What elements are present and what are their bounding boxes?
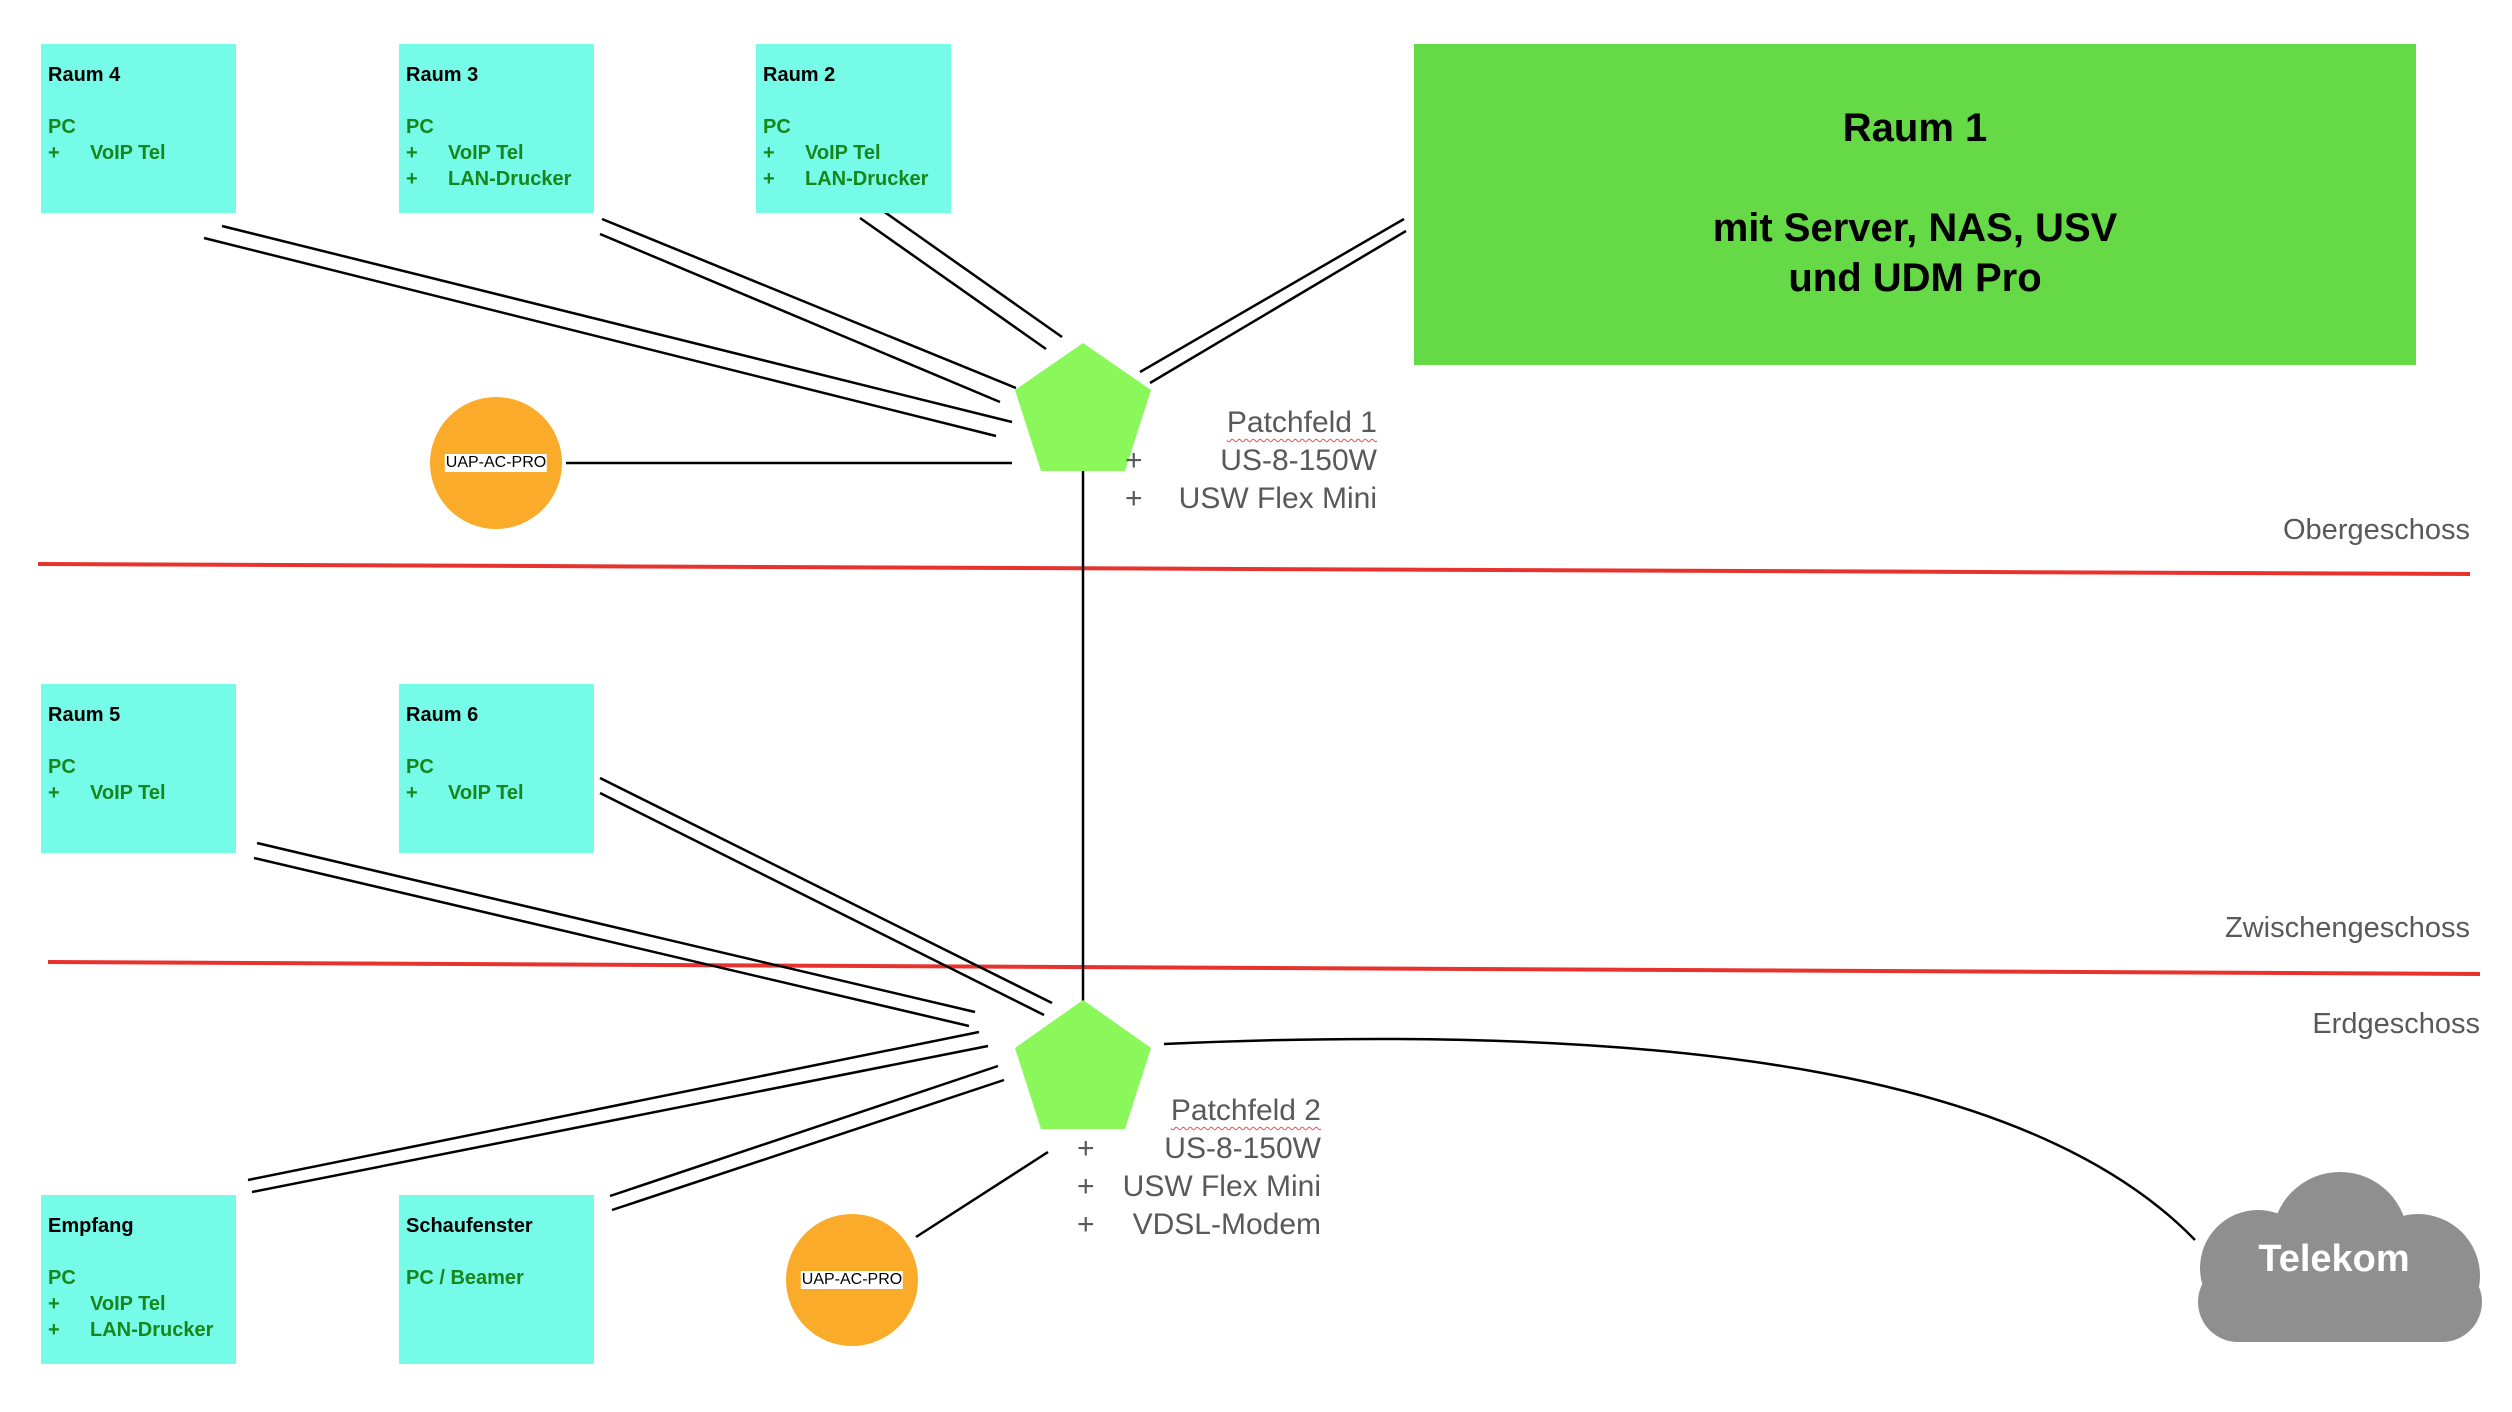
patchfeld1-switch-icon (1015, 343, 1151, 471)
room-title: Raum 6 (406, 704, 479, 726)
room-title: Raum 4 (48, 64, 121, 86)
plus-sign: + (763, 142, 775, 164)
patchfeld1-label: Patchfeld 1 + US-8-150W + USW Flex Mini (1125, 404, 1377, 518)
plus-sign: + (1077, 1170, 1095, 1203)
room-item-pc: PC (406, 756, 434, 778)
plus-sign: + (48, 1319, 60, 1341)
room-raum-6: Raum 6 PC + VoIP Tel (399, 684, 594, 853)
room-title: Schaufenster (406, 1215, 533, 1237)
room-item-printer: LAN-Drucker (805, 168, 929, 190)
patchfeld2-item: US-8-150W (1164, 1132, 1321, 1165)
room-title: Raum 3 (406, 64, 479, 86)
room-item-voip: VoIP Tel (448, 142, 524, 164)
plus-sign: + (1077, 1132, 1095, 1165)
patchfeld2-item: VDSL-Modem (1132, 1208, 1321, 1241)
plus-sign: + (48, 782, 60, 804)
room-item-voip: VoIP Tel (90, 1293, 166, 1315)
plus-sign: + (1125, 482, 1143, 515)
plus-sign: + (1125, 444, 1143, 477)
floor-label-erdgeschoss: Erdgeschoss (2312, 1008, 2480, 1040)
cables-patchfeld2 (247, 776, 2196, 1241)
patchfeld2-title: Patchfeld 2 (1170, 1094, 1321, 1127)
telekom-cloud-icon (2198, 1172, 2482, 1342)
room-schaufenster: Schaufenster PC / Beamer (399, 1195, 594, 1364)
plus-sign: + (48, 1293, 60, 1315)
room-item-pc-beamer: PC / Beamer (406, 1267, 524, 1289)
room-raum-4: Raum 4 PC + VoIP Tel (41, 44, 236, 213)
floor-line-obergeschoss (37, 562, 2471, 576)
plus-sign: + (406, 142, 418, 164)
room-title: Raum 2 (763, 64, 836, 86)
access-point-label: UAP-AC-PRO (444, 454, 548, 472)
room-item-pc: PC (763, 116, 791, 138)
plus-sign: + (406, 782, 418, 804)
room-item-voip: VoIP Tel (90, 782, 166, 804)
floor-line-zwischengeschoss (47, 960, 2481, 976)
main-room-title: Raum 1 (1842, 106, 1988, 150)
patchfeld1-item: USW Flex Mini (1178, 482, 1377, 515)
room-title: Empfang (48, 1215, 134, 1237)
plus-sign: + (48, 142, 60, 164)
room-raum-5: Raum 5 PC + VoIP Tel (41, 684, 236, 853)
access-point-1-icon: UAP-AC-PRO (430, 397, 562, 529)
room-raum-3: Raum 3 PC + VoIP Tel + LAN-Drucker (399, 44, 594, 213)
access-point-label: UAP-AC-PRO (800, 1271, 904, 1289)
room-empfang: Empfang PC + VoIP Tel + LAN-Drucker (41, 1195, 236, 1364)
room-item-pc: PC (48, 1267, 76, 1289)
main-room-equipment-2: und UDM Pro (1788, 256, 2042, 300)
plus-sign: + (763, 168, 775, 190)
telekom-label: Telekom (2258, 1238, 2410, 1280)
floor-label-obergeschoss: Obergeschoss (2283, 514, 2470, 546)
room-raum-1: Raum 1 mit Server, NAS, USV und UDM Pro (1414, 44, 2416, 365)
patchfeld2-label: Patchfeld 2 + US-8-150W + USW Flex Mini + V… (1077, 1092, 1321, 1244)
patchfeld1-title: Patchfeld 1 (1226, 406, 1377, 439)
main-room-equipment: mit Server, NAS, USV (1712, 206, 2118, 250)
room-title: Raum 5 (48, 704, 121, 726)
plus-sign: + (406, 168, 418, 190)
access-point-2-icon: UAP-AC-PRO (786, 1214, 918, 1346)
room-item-voip: VoIP Tel (805, 142, 881, 164)
cables-patchfeld1 (203, 204, 1407, 1003)
plus-sign: + (1077, 1208, 1095, 1241)
patchfeld1-item: US-8-150W (1220, 444, 1377, 477)
room-item-printer: LAN-Drucker (448, 168, 572, 190)
room-item-voip: VoIP Tel (448, 782, 524, 804)
floor-label-zwischengeschoss: Zwischengeschoss (2225, 912, 2470, 944)
room-item-pc: PC (48, 116, 76, 138)
room-item-pc: PC (406, 116, 434, 138)
room-item-printer: LAN-Drucker (90, 1319, 214, 1341)
patchfeld2-item: USW Flex Mini (1122, 1170, 1321, 1203)
room-item-pc: PC (48, 756, 76, 778)
patchfeld2-switch-icon (1015, 1000, 1151, 1129)
room-raum-2: Raum 2 PC + VoIP Tel + LAN-Drucker (756, 44, 951, 213)
room-item-voip: VoIP Tel (90, 142, 166, 164)
